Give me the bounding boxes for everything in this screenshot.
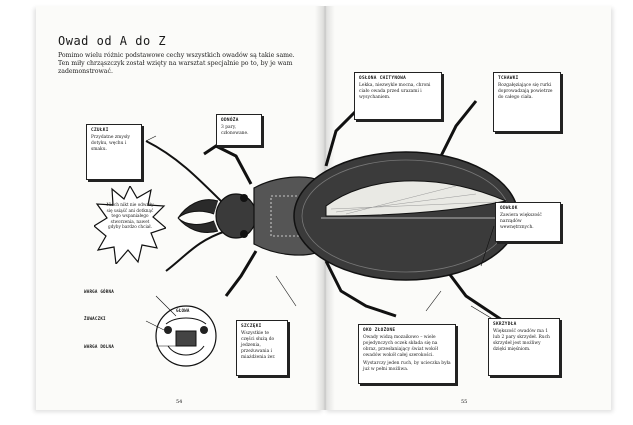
front-leg-bottom bbox=[226, 251, 256, 296]
page-number-left: 54 bbox=[176, 399, 182, 405]
page-number-right: 55 bbox=[461, 399, 467, 405]
open-book: Owad od A do Z Pomimo wielu różnic podst… bbox=[36, 6, 611, 418]
left-antenna-2 bbox=[166, 231, 226, 271]
mandible-bottom bbox=[178, 218, 218, 233]
beetle-head bbox=[216, 194, 256, 238]
label-glowa: GŁOWA bbox=[176, 308, 190, 313]
callout-odwlok: ODWŁOK Zawiera większość narządów wewnęt… bbox=[495, 202, 561, 242]
beetle-eye-top bbox=[240, 194, 248, 202]
callout-tchawki: TCHAWKI Rozgałęziające się rurki doprowa… bbox=[493, 72, 561, 132]
callout-oko-zlozone: OKO ZŁOŻONE Owady widzą mozaikowo – wiel… bbox=[358, 324, 456, 384]
callout-czulki: CZUŁKI Przydatne zmysły dotyku, węchu i … bbox=[86, 124, 142, 180]
callout-oslona-chitynowa: OSŁONA CHITYNOWA Lekka, niezwykle mocna,… bbox=[354, 72, 442, 120]
callout-odnoza: ODNÓŻA 3 pary, członowane. bbox=[216, 114, 262, 146]
intro-text: Pomimo wielu różnic podstawowe cechy wsz… bbox=[58, 52, 298, 77]
label-warga-dolna: WARGA DOLNA bbox=[84, 344, 114, 349]
label-warga-gorna: WARGA GÓRNA bbox=[84, 289, 114, 294]
starburst-text: Niech nikt nie odważy się usiąść ani dot… bbox=[106, 202, 154, 230]
callout-szczeki: SZCZĘKI Wszystkie te części służą do jed… bbox=[236, 320, 288, 376]
front-leg-top bbox=[204, 146, 251, 184]
mandible-top bbox=[178, 200, 218, 218]
beetle-eye-bottom bbox=[240, 230, 248, 238]
label-zuwaczki: ŻUWACZKI bbox=[84, 316, 106, 321]
page-title: Owad od A do Z bbox=[58, 34, 166, 48]
callout-skrzydla: SKRZYDŁA Większość owadów ma 1 lub 2 par… bbox=[488, 318, 560, 376]
